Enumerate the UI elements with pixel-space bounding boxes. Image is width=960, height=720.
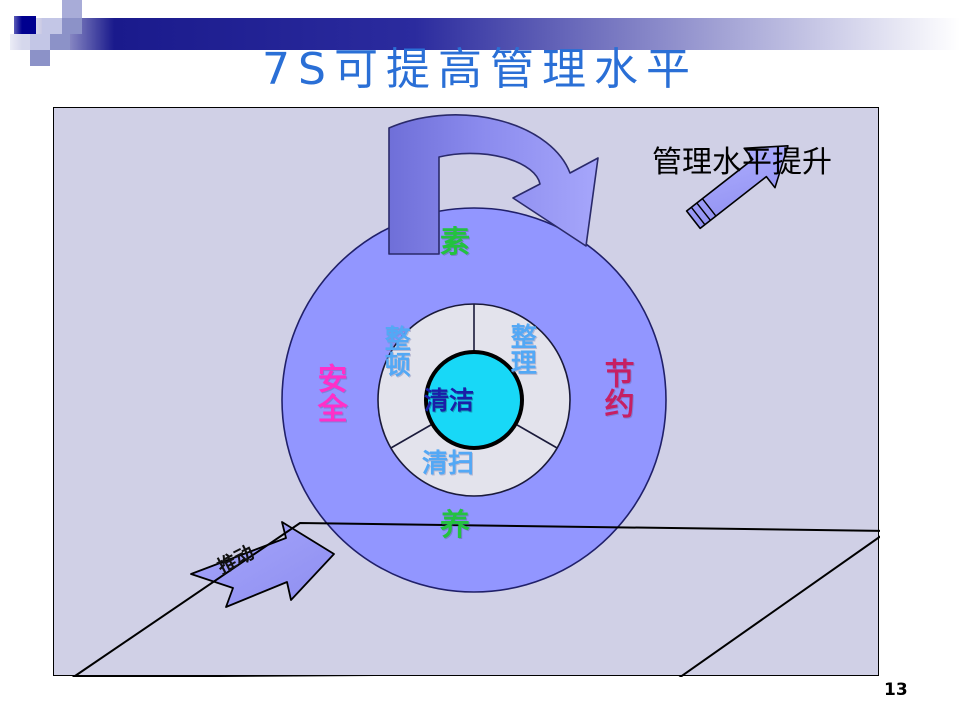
ramp-parallelogram-shape: [71, 521, 880, 677]
header-band: [20, 18, 960, 50]
square-light-3: [30, 50, 50, 66]
square-pale-1: [42, 18, 62, 34]
core-label-qingjie: 清洁: [424, 386, 475, 415]
core-circle-shape: [424, 350, 524, 450]
outer-label-su: 素: [440, 225, 470, 260]
promote-arrow-shape: [190, 521, 335, 608]
inner-label-qingsao: 清扫: [422, 449, 475, 479]
segment-divider-bottom-left: [390, 422, 434, 449]
seven-s-diagram: [71, 114, 880, 677]
segment-divider-bottom-right: [514, 422, 558, 449]
page-number: 13: [884, 680, 908, 700]
square-light-1: [30, 34, 50, 50]
square-light-2: [50, 34, 70, 50]
slide-content-frame: 素 养 安全 节约 整顿 整理 清扫 清洁 管理水平提升 推动: [53, 107, 880, 677]
header-decoration: [0, 0, 960, 100]
header-below-band: [0, 66, 960, 100]
page-title: 7S可提高管理水平: [262, 44, 698, 95]
outer-label-jieyue: 节约: [598, 358, 634, 418]
outer-label-yang: 养: [440, 508, 470, 543]
inner-label-zhengli: 整理: [506, 323, 537, 375]
square-pale-2: [62, 0, 82, 18]
inner-label-zhengdun: 整顿: [380, 325, 411, 377]
curved-arrow-shape: [388, 114, 599, 255]
rising-arrow-shape: [685, 145, 789, 230]
improve-label: 管理水平提升: [652, 145, 832, 180]
square-mid: [62, 18, 82, 34]
outer-label-anquan: 安全: [311, 363, 347, 423]
